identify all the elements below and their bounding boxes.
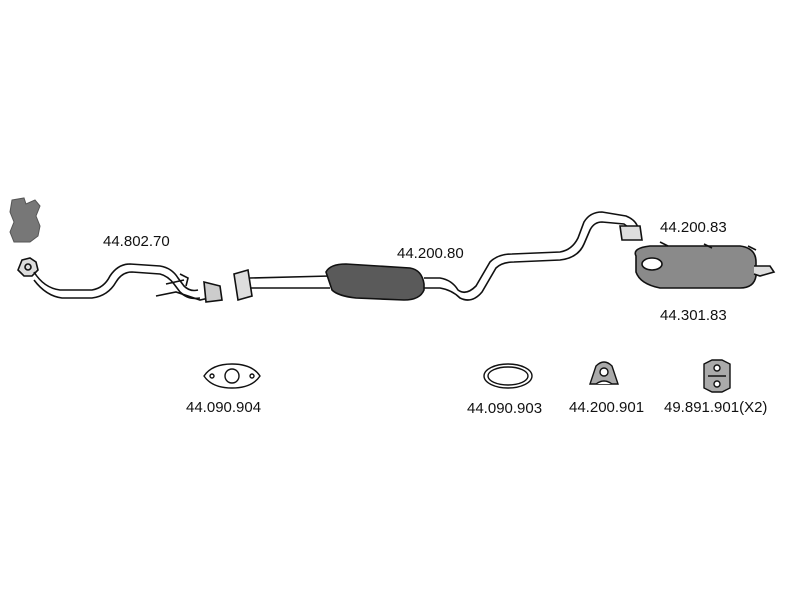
catalyst-shape: [9, 197, 41, 243]
part-label-flange-gasket: 44.090.904: [186, 399, 262, 416]
part-label-rubber-mount: 49.891.901(X2): [664, 399, 768, 416]
part-label-front-pipe: 44.802.70: [103, 233, 170, 250]
rubber-hanger: [589, 361, 619, 385]
center-pipe: [233, 211, 643, 302]
part-label-rear-silencer: 44.301.83: [660, 307, 727, 324]
rear-silencer: [634, 241, 776, 289]
part-label-rubber-hanger: 44.200.901: [569, 399, 645, 416]
part-label-ring-gasket: 44.090.903: [467, 400, 543, 417]
rubber-mount: [703, 359, 731, 393]
part-label-tail-pipe: 44.200.83: [660, 219, 727, 236]
flange-gasket: [203, 363, 261, 389]
front-pipe: [17, 257, 223, 303]
part-label-center-silencer: 44.200.80: [397, 245, 464, 262]
ring-gasket: [483, 363, 533, 389]
